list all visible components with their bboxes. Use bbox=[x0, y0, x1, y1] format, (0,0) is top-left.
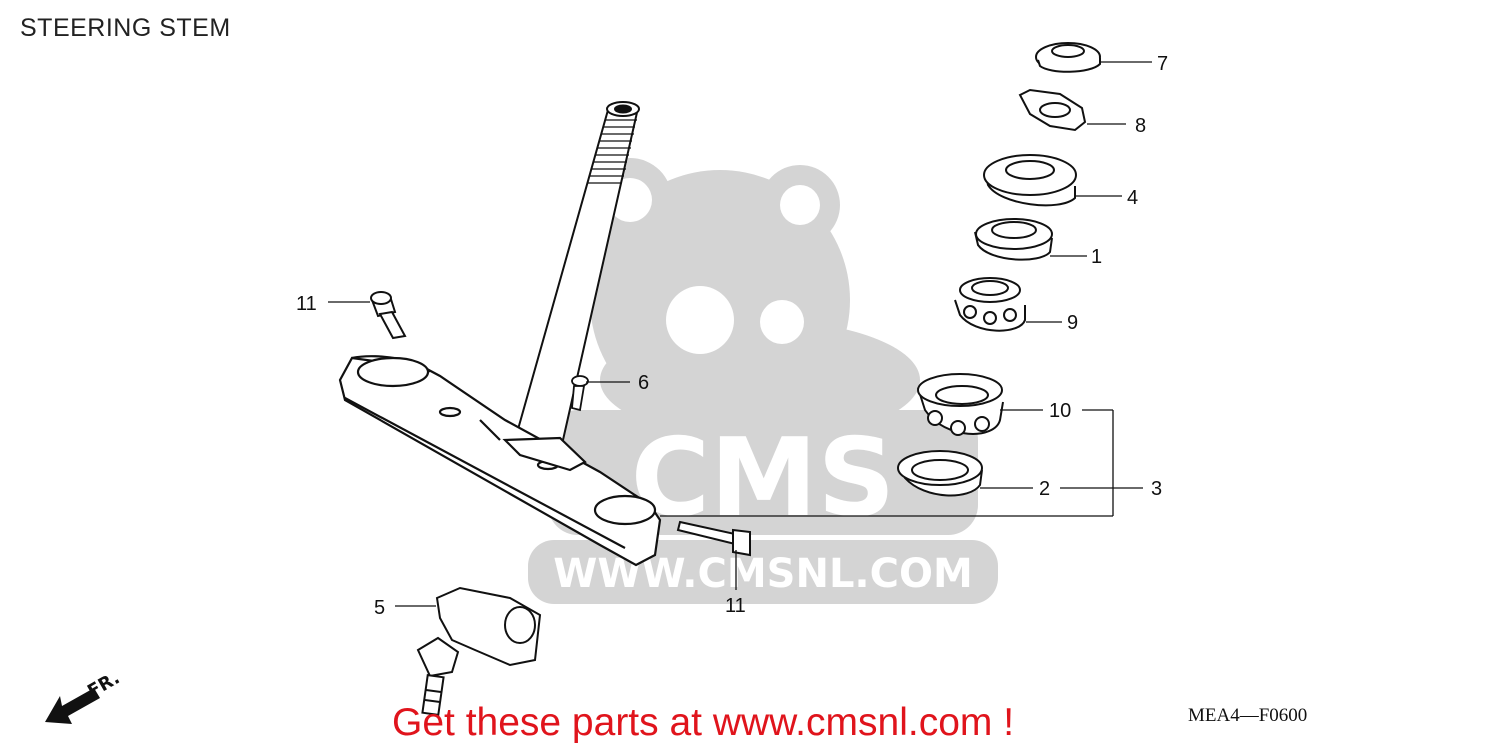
front-arrow-icon bbox=[45, 688, 100, 724]
callout-7: 7 bbox=[1157, 53, 1168, 75]
callout-9: 9 bbox=[1067, 312, 1078, 334]
callout-1: 1 bbox=[1091, 246, 1102, 268]
watermark-url: WWW.CMSNL.COM bbox=[553, 551, 973, 597]
watermark-brand: CMS bbox=[631, 416, 896, 541]
part-6-bolt bbox=[571, 375, 589, 412]
part-4-adjusting-nut bbox=[983, 154, 1077, 207]
diagram-title: STEERING STEM bbox=[20, 14, 231, 42]
watermark-brand-plate bbox=[548, 410, 978, 535]
part-11-pinch-bolt-lower bbox=[676, 520, 751, 557]
callout-4: 4 bbox=[1127, 187, 1138, 209]
part-7-stem-nut bbox=[1035, 42, 1101, 73]
part-11-pinch-bolt-upper bbox=[370, 291, 407, 340]
callout-10: 10 bbox=[1049, 400, 1071, 422]
part-10-lower-bearing bbox=[917, 373, 1004, 436]
diagram-code: MEA4—F0600 bbox=[1188, 705, 1308, 726]
part-2-lower-race bbox=[897, 450, 983, 497]
callout-labels: 7 8 4 1 9 10 2 3 6 11 11 5 bbox=[296, 53, 1168, 619]
callout-2: 2 bbox=[1039, 478, 1050, 500]
cta-link-text[interactable]: Get these parts at www.cmsnl.com ! bbox=[392, 701, 1015, 744]
callout-6: 6 bbox=[638, 372, 649, 394]
callout-8: 8 bbox=[1135, 115, 1146, 137]
part-5-steering-lock bbox=[416, 586, 542, 717]
part-1-dust-seal bbox=[974, 218, 1053, 261]
part-9-upper-bearing bbox=[954, 277, 1026, 332]
bottom-bridge bbox=[338, 355, 662, 567]
callout-3: 3 bbox=[1151, 478, 1162, 500]
callout-5: 5 bbox=[374, 597, 385, 619]
front-direction-indicator: FR. bbox=[45, 667, 123, 724]
callout-11-lower: 11 bbox=[725, 595, 746, 617]
callout-11-upper: 11 bbox=[296, 293, 317, 315]
leader-lines bbox=[328, 61, 1152, 607]
part-8-lock-washer bbox=[1018, 88, 1087, 132]
